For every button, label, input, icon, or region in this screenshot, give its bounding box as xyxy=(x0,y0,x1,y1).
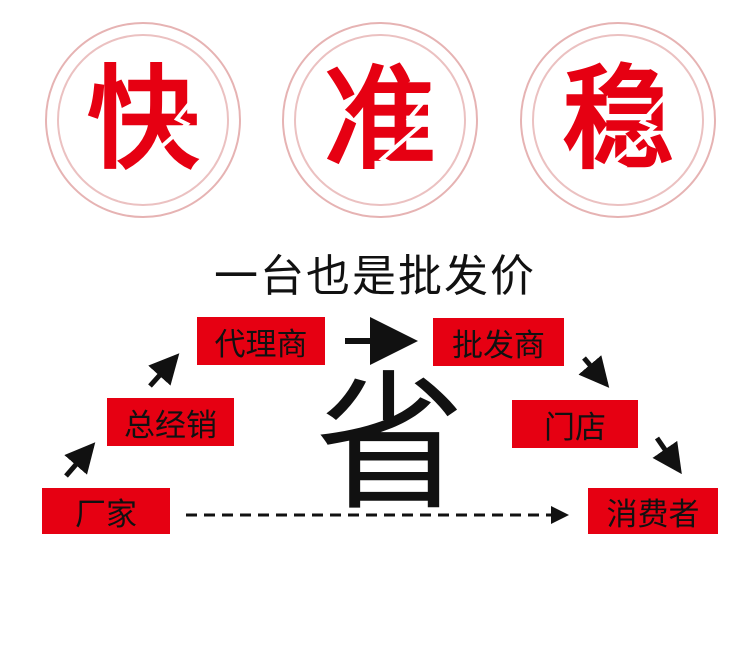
arrow-distributor-to-agent xyxy=(148,353,180,388)
node-consumer: 消费者 xyxy=(588,488,718,534)
badge-stable: 稳 xyxy=(520,22,716,218)
node-store: 门店 xyxy=(512,400,638,448)
node-general-distributor: 总经销 xyxy=(107,398,234,446)
badge-fast: 快 xyxy=(45,22,241,218)
center-char-save: 省 xyxy=(315,358,466,532)
arrow-wholesaler-to-store xyxy=(578,355,610,388)
headline: 一台也是批发价 xyxy=(214,251,536,302)
node-agent: 代理商 xyxy=(197,317,325,365)
node-factory: 厂家 xyxy=(42,488,170,534)
node-wholesaler: 批发商 xyxy=(433,318,564,366)
arrow-factory-to-distributor xyxy=(64,442,96,478)
arrow-store-to-consumer xyxy=(652,436,682,475)
